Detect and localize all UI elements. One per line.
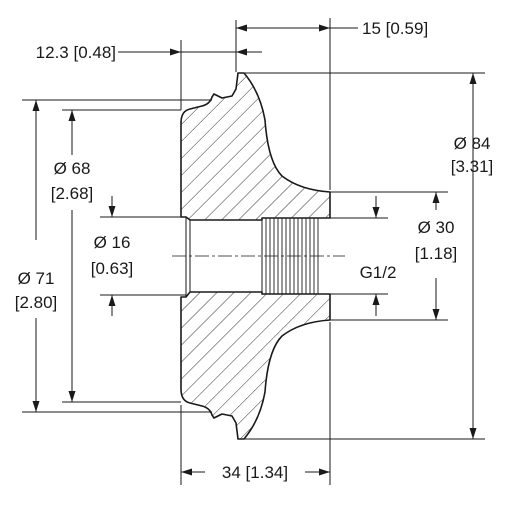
dim-outer-dia-in: [3.31] [451,157,494,176]
dim-68-in: [2.68] [51,184,94,203]
dim-top-right: 15 [0.59] [362,19,428,38]
dim-bottom-width: 34 [1.34] [222,463,288,482]
part-section [172,72,345,440]
dim-thread: G1/2 [360,263,397,282]
dim-outer-dia-mm: Ø 84 [454,134,491,153]
dim-30-in: [1.18] [415,244,458,263]
dim-71-mm: Ø 71 [18,269,55,288]
part-lower-half [180,291,331,440]
dimension-lines [22,18,485,485]
dim-30-mm: Ø 30 [418,218,455,237]
dim-16-mm: Ø 16 [94,233,131,252]
part-upper-half [180,72,331,221]
dim-16-in: [0.63] [91,259,134,278]
dim-top-left: 12.3 [0.48] [36,43,116,62]
dim-68-mm: Ø 68 [54,159,91,178]
dim-71-in: [2.80] [15,293,58,312]
